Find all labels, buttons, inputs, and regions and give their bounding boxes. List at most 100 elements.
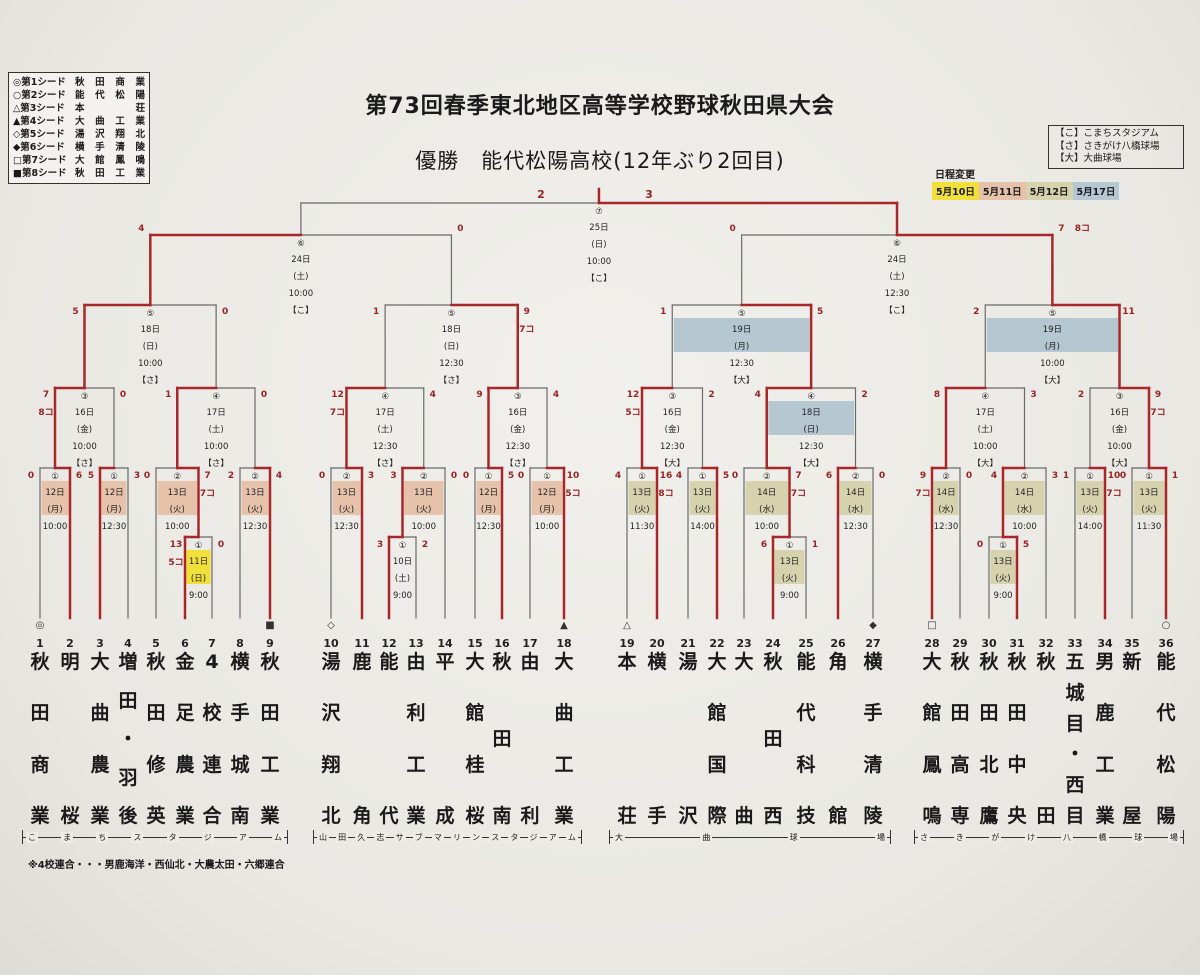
team-number: 15	[467, 637, 482, 650]
score-left: 5	[72, 307, 78, 317]
score-left: 1	[373, 307, 379, 317]
match-date: 18日	[141, 325, 160, 335]
team-number: 7	[208, 637, 216, 650]
match-weekday: (土)	[395, 573, 410, 584]
innings-note: 8コ	[1075, 224, 1090, 234]
team-number: 9	[266, 637, 274, 650]
score-right: 10	[567, 471, 580, 481]
match-weekday: (金)	[510, 424, 525, 435]
seed-school: 湯沢翔北	[75, 129, 145, 140]
team-name: 平成	[435, 651, 455, 827]
match-round: ①	[399, 541, 407, 551]
schedule-change-highlight	[101, 481, 127, 515]
match-date: 12日	[45, 488, 64, 498]
match-weekday: (金)	[77, 424, 92, 435]
match-weekday: (土)	[378, 424, 393, 435]
match-round: ③	[1116, 392, 1124, 402]
team-name: 大館桂桜	[465, 651, 485, 827]
match-venue: 【大】	[972, 458, 998, 469]
team-name: 大曲農業	[90, 651, 110, 827]
seed-school: 大曲工業	[75, 116, 145, 127]
team-number: 10	[323, 637, 339, 650]
match-round: ②	[173, 472, 181, 482]
seed-mark: ○	[1162, 620, 1171, 631]
schedule-change-highlight	[774, 550, 805, 584]
match-date: 12日	[479, 488, 498, 498]
match-time: 10:00	[755, 522, 780, 532]
match-round: ②	[763, 472, 771, 482]
schedule-change-highlight	[1133, 481, 1165, 515]
seed-legend-row: ◆第6シード横手清陵	[13, 141, 145, 154]
match-time: 10:00	[587, 257, 612, 267]
match-weekday: (火)	[1082, 505, 1097, 515]
seed-label: □第7シード	[13, 155, 67, 166]
score-left: 4	[615, 471, 621, 481]
schedule-change-highlight	[186, 550, 211, 584]
match-round: ⑥	[297, 239, 305, 249]
team-name: 大館国際	[707, 651, 727, 827]
match-round: ②	[251, 472, 259, 482]
match-round: ①	[195, 541, 203, 551]
match-weekday: (月)	[1045, 342, 1060, 352]
match-time: 9:00	[993, 591, 1012, 601]
match-round: ⑥	[893, 239, 901, 249]
match-round: ③	[668, 392, 676, 402]
schedule-change-highlight	[531, 481, 563, 515]
team-number: 26	[830, 637, 846, 650]
score-right: 4	[430, 390, 436, 400]
seed-school: 大館鳳鳴	[75, 155, 145, 166]
team-number: 27	[865, 637, 880, 650]
seed-mark: □	[927, 620, 936, 631]
seed-school: 横手清陵	[75, 142, 145, 153]
schedule-change-highlight	[332, 481, 361, 515]
score-left: 4	[676, 471, 682, 481]
score-right: 0	[457, 224, 463, 234]
innings-note: 5コ	[168, 558, 183, 568]
match-venue: 【こ】	[288, 306, 314, 316]
match-round: ②	[852, 472, 860, 482]
innings-note: 7コ	[791, 489, 806, 499]
seed-label: ▲第4シード	[13, 116, 65, 127]
score-left: 1	[1063, 471, 1069, 481]
match-weekday: (土)	[209, 424, 224, 435]
score-right: 3	[1030, 390, 1036, 400]
venue-footer-label: さきがけ八橋球場	[914, 830, 1184, 844]
match-date: 25日	[589, 223, 608, 233]
match-time: 10:00	[1012, 522, 1037, 532]
team-name: 湯沢	[678, 651, 698, 827]
match-venue: 【さ】	[372, 459, 398, 469]
match-time: 12:30	[373, 442, 398, 452]
score-left: 1	[165, 390, 171, 400]
match-round: ④	[807, 392, 815, 402]
match-time: 12:30	[243, 522, 268, 532]
match-venue: 【さ】	[203, 459, 229, 469]
team-number: 13	[408, 637, 423, 650]
match-weekday: (日)	[143, 342, 158, 352]
team-number: 25	[798, 637, 813, 650]
score-right: 6	[76, 471, 82, 481]
team-number: 18	[556, 637, 571, 650]
score-left: 2	[1078, 390, 1084, 400]
team-number: 16	[494, 637, 510, 650]
score-left: 0	[730, 224, 736, 234]
match-date: 17日	[206, 408, 225, 418]
match-venue: 【さ】	[138, 376, 164, 386]
match-time: 9:00	[393, 591, 412, 601]
match-weekday: (月)	[106, 505, 121, 515]
team-name: 新屋	[1122, 651, 1142, 827]
match-weekday: (日)	[191, 574, 206, 584]
match-time: 12:30	[660, 442, 685, 452]
match-date: 13日	[337, 488, 356, 498]
seed-legend-row: □第7シード大館鳳鳴	[13, 154, 145, 167]
team-number: 8	[236, 637, 244, 650]
match-round: ⑤	[448, 309, 456, 319]
match-time: 10:00	[204, 442, 229, 452]
team-name: 角館	[828, 651, 848, 827]
match-time: 9:00	[189, 591, 208, 601]
team-number: 34	[1097, 637, 1113, 650]
team-name: 本荘	[617, 651, 637, 827]
score-left: 0	[518, 471, 524, 481]
score-left: 0	[463, 471, 469, 481]
seed-label: ◆第6シード	[13, 142, 65, 153]
